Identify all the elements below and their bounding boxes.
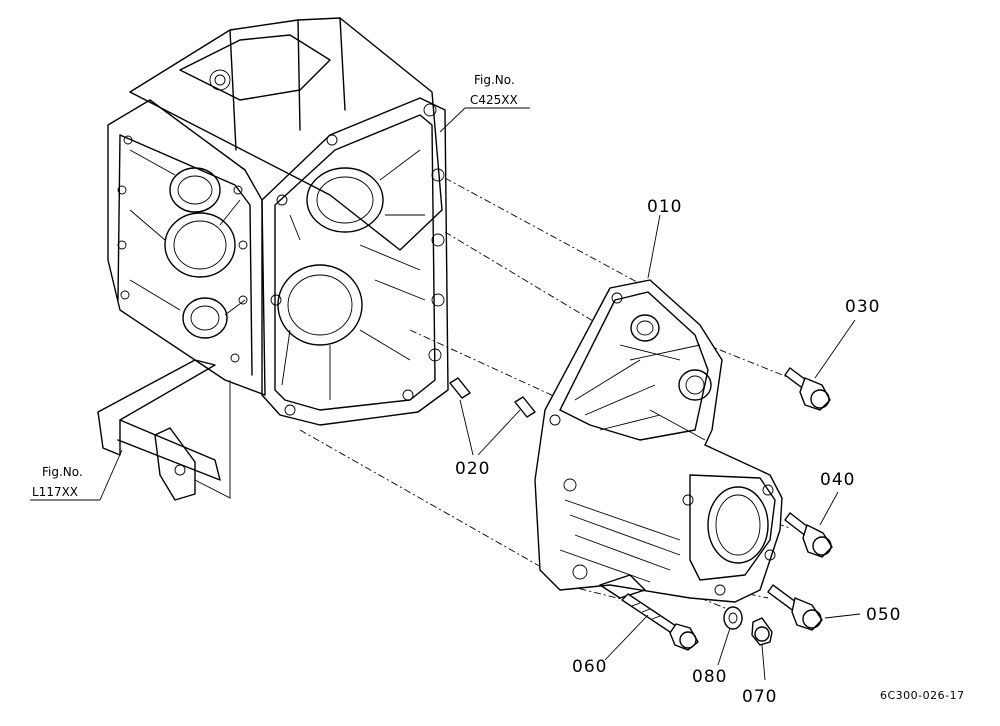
fig-ref-top: Fig.No. C425XX (470, 73, 518, 107)
part-number-040: 040 (820, 470, 855, 490)
part-number-020: 020 (455, 459, 490, 479)
cover-part-010 (534, 279, 783, 603)
fig-ref-top-line1: Fig.No. (474, 73, 515, 87)
fig-ref-left-line1: Fig.No. (42, 465, 83, 479)
fig-ref-left: Fig.No. L117XX (32, 465, 83, 499)
part-number-070: 070 (742, 687, 777, 707)
drawing-reference: 6C300-026-17 (880, 689, 965, 702)
bolt-part-050 (767, 584, 823, 631)
washer-part-080 (723, 606, 743, 630)
part-number-060: 060 (572, 657, 607, 677)
bolt-part-040 (784, 512, 833, 558)
part-number-030: 030 (845, 297, 880, 317)
bolt-part-030 (784, 367, 831, 411)
bolt-part-060 (621, 593, 699, 651)
transmission-case-drawing (97, 17, 449, 501)
bolt-part-070 (751, 617, 773, 646)
leader-lines (30, 107, 861, 681)
pins-part-020 (449, 377, 536, 418)
fig-ref-top-line2: C425XX (470, 93, 518, 107)
fig-ref-left-line2: L117XX (32, 485, 78, 499)
part-number-080: 080 (692, 667, 727, 687)
part-number-050: 050 (866, 605, 901, 625)
part-number-010: 010 (647, 197, 682, 217)
